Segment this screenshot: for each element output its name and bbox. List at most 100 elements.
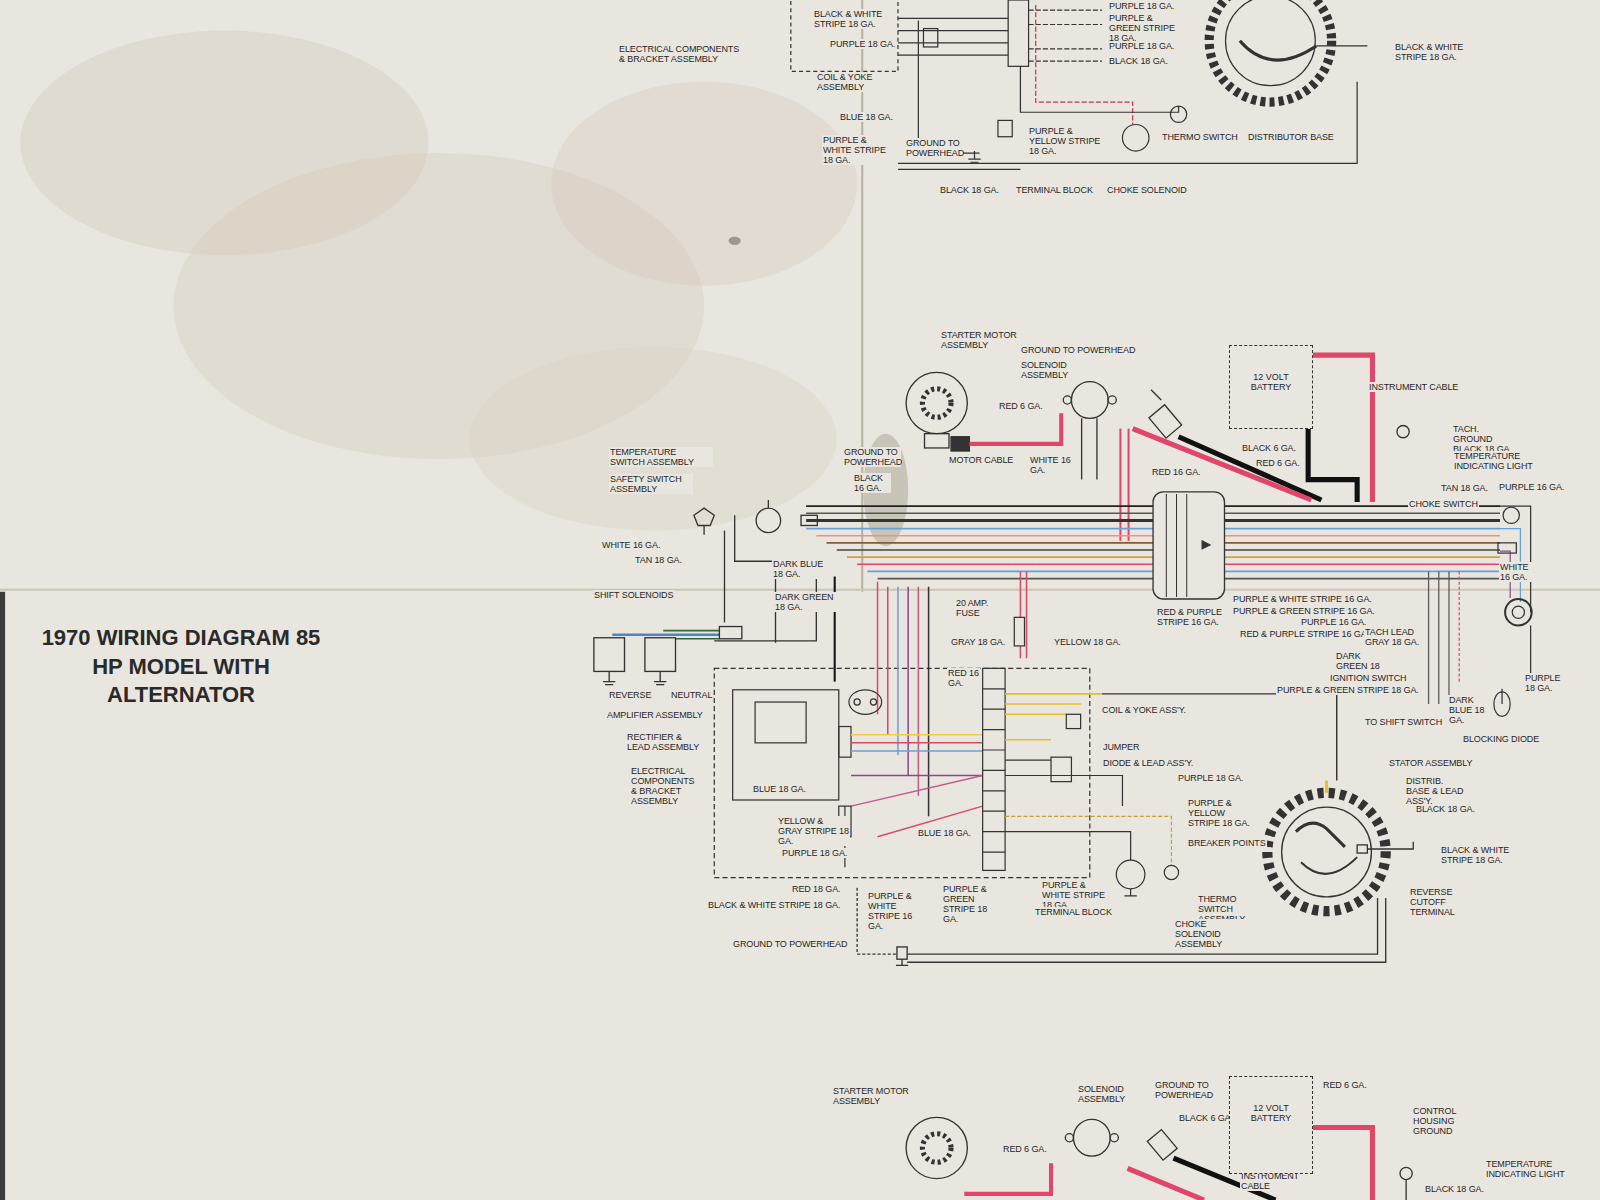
electrical-components [1124, 889, 1136, 896]
bottom-section [922, 1134, 951, 1163]
electrical-components [733, 690, 839, 800]
wire-label: CONTROL HOUSING GROUND [1412, 1106, 1485, 1136]
electrical-components [918, 587, 920, 796]
starter-and-battery [906, 372, 967, 433]
electrical-components [1014, 617, 1024, 646]
diagram-title: 1970 WIRING DIAGRAM 85 HP MODEL WITH ALT… [31, 624, 331, 710]
stator-assembly [1367, 842, 1413, 849]
wire-label: TEMPERATURE INDICATING LIGHT [1453, 451, 1537, 471]
wire-label: BLACK & WHITE STRIPE 18 GA. [707, 900, 841, 910]
top-section-wiring [1240, 41, 1317, 60]
wire-label: THERMO SWITCH [1161, 132, 1239, 142]
wire-label: YELLOW & GRAY STRIPE 18 GA. [777, 816, 850, 846]
ground-lead [896, 959, 908, 965]
bottom-section [1405, 1180, 1406, 1200]
top-section-wiring [898, 82, 1357, 164]
wire-label: RED & PURPLE STRIPE 16 GA. [1239, 629, 1370, 639]
wire-label: CHOKE SWITCH [1408, 499, 1479, 509]
top-section-wiring [1008, 0, 1028, 66]
wire-label: RED 6 GA. [1002, 1144, 1048, 1154]
electrical-components [1005, 739, 1051, 741]
left-switches [694, 508, 714, 525]
top-section-wiring [791, 0, 1368, 169]
starter-and-battery [924, 434, 948, 448]
electrical-components [983, 668, 1005, 870]
starter-and-battery [1108, 396, 1116, 404]
electrical-components [1005, 832, 1131, 861]
top-section-wiring [1029, 10, 1102, 61]
wire-label: PURPLE & GREEN STRIPE 18 GA. [1108, 13, 1187, 43]
wire-label: DISTRIBUTOR BASE [1247, 132, 1335, 142]
wire-label: CHOKE SOLENOID ASSEMBLY [1174, 919, 1247, 949]
top-section-wiring [1170, 106, 1186, 122]
left-switches [768, 500, 769, 508]
wire-label: TAN 18 GA. [634, 555, 683, 565]
bottom-section [1110, 1134, 1118, 1142]
wire-label: YELLOW 18 GA. [1053, 637, 1122, 647]
left-switches [612, 633, 719, 636]
wire-label: TEMPERATURE SWITCH ASSEMBLY [609, 447, 713, 467]
ground-lead [857, 888, 1386, 966]
wire-label: GRAY 18 GA. [950, 637, 1006, 647]
wire-label: NEUTRAL [670, 690, 713, 700]
wire-label: DARK BLUE 18 GA. [1448, 695, 1486, 725]
top-section-wiring [968, 151, 980, 162]
wire-label: PURPLE 18 GA. [1524, 673, 1562, 693]
electrical-components [897, 587, 899, 755]
bottom-section [1065, 1134, 1073, 1142]
wire-label: RECTIFIER & LEAD ASSEMBLY [626, 732, 705, 752]
stator-assembly [1301, 857, 1357, 874]
wire-label: STARTER MOTOR ASSEMBLY [940, 330, 1024, 350]
top-section-wiring [1316, 45, 1367, 46]
electrical-components [1164, 865, 1178, 879]
left-switches [645, 638, 676, 672]
starter-and-battery [951, 437, 969, 451]
right-instrument-wiring [1429, 571, 1449, 704]
wire-label: RED & PURPLE STRIPE 16 GA. [1156, 607, 1235, 627]
bottom-section [906, 1117, 967, 1178]
bottom-section [906, 1117, 1412, 1200]
wire-label: BLACK 18 GA. [939, 185, 1000, 195]
battery-box: 12 VOLT BATTERY [1229, 1076, 1313, 1174]
wire-label: REVERSE CUTOFF TERMINAL [1409, 887, 1472, 917]
wire-label: BLUE 18 GA. [752, 784, 807, 794]
wire-label: BLACK 18 GA. [1424, 1184, 1485, 1194]
electrical-components [870, 699, 876, 705]
electrical-components [851, 742, 983, 744]
top-section-wiring [923, 29, 937, 47]
top-section-wiring [998, 120, 1012, 136]
electrical-components [928, 587, 930, 817]
electrical-components [907, 587, 909, 776]
node-text: 12 VOLT BATTERY [1234, 372, 1309, 392]
wire-label: AMPLIFIER ASSEMBLY [606, 710, 704, 720]
wire-label: INSTRUMENT CABLE [1240, 1171, 1293, 1191]
wire-label: RED 16 GA. [1151, 467, 1202, 477]
wire-label: DARK BLUE 18 GA. [772, 559, 825, 579]
top-section-wiring [918, 20, 979, 153]
electrical-components [1051, 757, 1071, 781]
wire-label: COIL & YOKE ASSEMBLY [816, 72, 879, 92]
wire-label: TERMINAL BLOCK [1034, 907, 1113, 917]
wire-label: PURPLE 18 GA. [1177, 773, 1244, 783]
starter-and-battery [1071, 382, 1108, 419]
wire-label: MOTOR CABLE [948, 455, 1014, 465]
wire-label: BLACK 18 GA. [1108, 56, 1169, 66]
paper [0, 592, 5, 1200]
right-instrument-wiring [1503, 507, 1519, 523]
top-section-wiring [1122, 124, 1149, 151]
wire-label: PURPLE 18 GA. [1108, 41, 1175, 51]
node-text: 12 VOLT BATTERY [1234, 1103, 1309, 1123]
wire-label: PURPLE 18 GA. [1108, 1, 1175, 11]
electrical-components [714, 571, 1336, 895]
wire-label: GROUND TO POWERHEAD [905, 138, 963, 158]
battery-box: 12 VOLT BATTERY [1229, 345, 1313, 429]
starter-and-battery [922, 389, 951, 418]
electrical-components [983, 689, 1005, 852]
bottom-section [1147, 1130, 1177, 1161]
right-instrument-wiring [1429, 506, 1532, 716]
right-instrument-wiring [1501, 689, 1502, 704]
electrical-components [851, 734, 983, 736]
wire-label: PURPLE & YELLOW STRIPE 18 GA. [1028, 126, 1112, 156]
wire-label: GROUND TO POWERHEAD [843, 447, 901, 467]
